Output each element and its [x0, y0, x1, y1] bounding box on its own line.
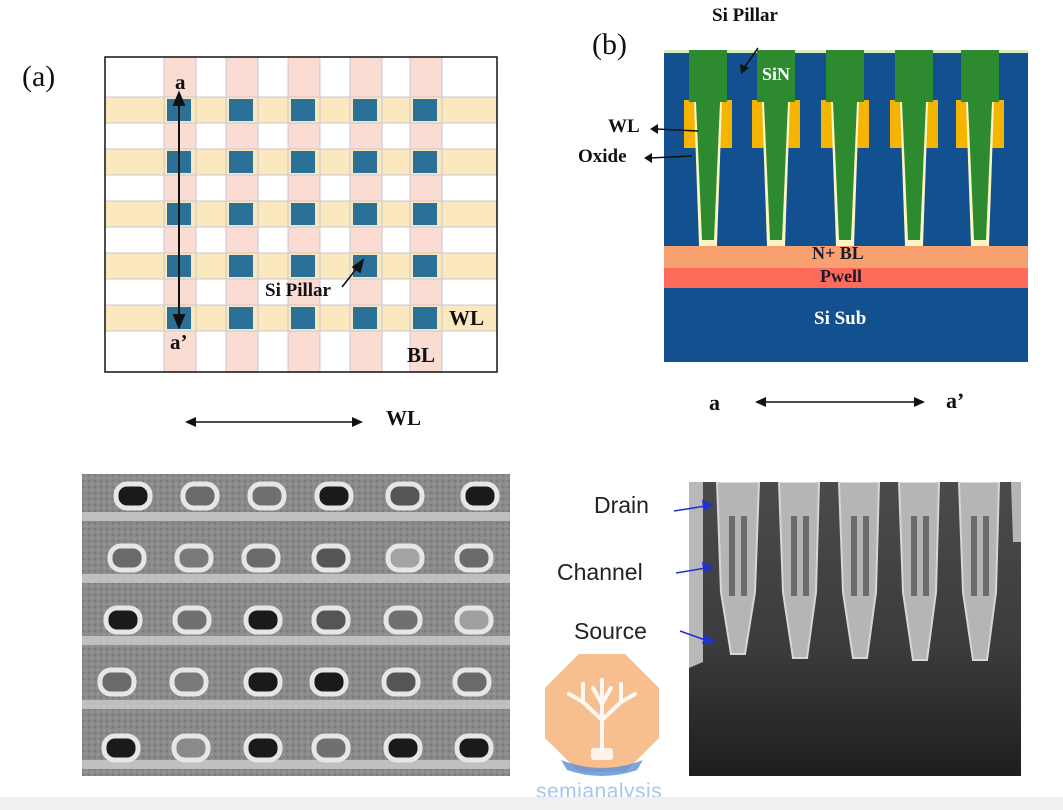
bottom-strip — [0, 797, 1063, 810]
pillar-structure — [752, 50, 800, 246]
sem-pillar-row — [101, 733, 494, 763]
sem-top-view-image — [82, 474, 510, 776]
pillar-structure — [684, 50, 732, 246]
a-a-prime-arrow — [755, 397, 925, 407]
si-pillar — [353, 307, 377, 329]
panel-b-cross-section — [664, 50, 1028, 362]
si-pillar — [291, 203, 315, 225]
sem-pillar-row — [113, 481, 500, 511]
channel-label: Channel — [557, 559, 643, 585]
pillar-structure — [890, 50, 938, 246]
grid-lines — [105, 57, 497, 371]
si-pillar — [229, 255, 253, 277]
si-pillar — [413, 151, 437, 173]
sem-pillar-row — [107, 543, 494, 573]
section-label-a-bottom: a’ — [170, 330, 188, 354]
si-pillar — [353, 203, 377, 225]
panel-a-layout-diagram — [104, 56, 498, 373]
si-pillar — [413, 203, 437, 225]
si-pillar — [413, 307, 437, 329]
pillar-structure — [821, 50, 869, 246]
bl-label-a: BL — [407, 343, 436, 367]
si-pillar-label-b: Si Pillar — [712, 5, 778, 26]
oxide-label: Oxide — [578, 146, 627, 167]
sin-label: SiN — [762, 64, 791, 84]
si-pillar — [413, 255, 437, 277]
section-label-a-top: a — [175, 70, 186, 94]
si-pillar — [291, 151, 315, 173]
si-pillar — [291, 99, 315, 121]
si-pillar — [229, 99, 253, 121]
drain-label: Drain — [594, 492, 649, 518]
n-plus-bl-label: N+ BL — [812, 243, 864, 263]
si-pillar — [413, 99, 437, 121]
axis-label-a: a — [709, 390, 720, 415]
si-pillar — [291, 255, 315, 277]
si-pillar-pointer-arrow — [341, 258, 365, 288]
si-sub-label: Si Sub — [814, 308, 867, 329]
si-pillar — [353, 151, 377, 173]
si-pillar — [229, 151, 253, 173]
sem-pillar-row — [103, 605, 494, 635]
semianalysis-logo-icon — [545, 654, 659, 776]
si-pillar — [291, 307, 315, 329]
wl-direction-label: WL — [386, 406, 422, 430]
section-arrow — [172, 90, 186, 330]
si-pillar — [353, 99, 377, 121]
pwell-label: Pwell — [820, 266, 862, 286]
pillar-structure — [956, 50, 1004, 246]
wl-label-b: WL — [608, 116, 640, 137]
panel-a-border — [104, 56, 498, 373]
si-pillar-label-a: Si Pillar — [265, 280, 331, 301]
panel-b-pointer-arrows — [644, 47, 759, 163]
pwell-layer — [664, 268, 1028, 288]
si-pillar — [229, 307, 253, 329]
wl-direction-arrow — [185, 417, 363, 427]
tem-cross-section-image — [689, 482, 1021, 776]
tem-pointer-arrows — [673, 499, 716, 644]
si-pillar — [229, 203, 253, 225]
panel-b-label: (b) — [592, 28, 627, 61]
n-plus-bl-layer — [664, 246, 1028, 268]
panel-a-label: (a) — [22, 60, 56, 93]
sem-pillar-row — [97, 667, 492, 697]
axis-label-a-prime: a’ — [946, 388, 965, 413]
source-label: Source — [574, 618, 647, 644]
wl-label-a: WL — [449, 306, 485, 330]
